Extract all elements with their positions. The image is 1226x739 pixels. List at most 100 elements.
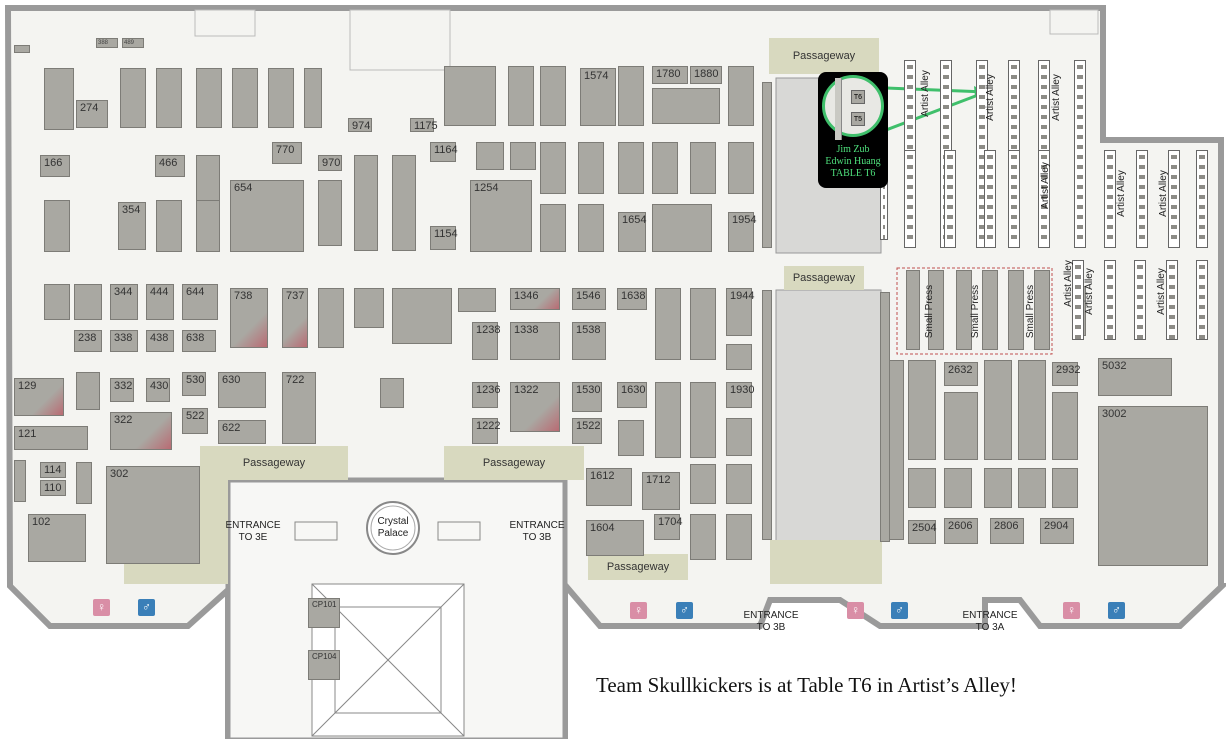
booth-302[interactable]: 302 [106, 466, 200, 564]
booth-1712[interactable]: 1712 [642, 472, 680, 510]
booth-1546[interactable]: 1546 [572, 288, 606, 310]
booth-770[interactable]: 770 [272, 142, 302, 164]
booth-1154[interactable]: 1154 [430, 226, 458, 250]
booth-block [652, 142, 678, 194]
table-callout: T6 T5 Jim Zub Edwin Huang TABLE T6 [818, 72, 888, 188]
booth-block [196, 155, 220, 201]
booth-1238[interactable]: 1238 [472, 322, 500, 360]
booth-354[interactable]: 354 [118, 202, 146, 250]
booth-block [156, 200, 182, 252]
booth-1630[interactable]: 1630 [617, 382, 647, 408]
booth-121[interactable]: 121 [14, 426, 88, 450]
booth-1780[interactable]: 1780 [652, 66, 688, 84]
booth-738[interactable]: 738 [230, 288, 268, 348]
booth-block [726, 514, 752, 560]
booth-2632[interactable]: 2632 [944, 362, 978, 386]
booth-block [380, 378, 404, 408]
booth-110[interactable]: 110 [40, 480, 66, 496]
booth-block [156, 68, 182, 128]
artist-alley-row [1136, 150, 1148, 248]
booth-1522[interactable]: 1522 [572, 418, 602, 444]
booth-430[interactable]: 430 [146, 378, 170, 402]
booth-338[interactable]: 338 [110, 330, 138, 352]
artist-alley-label-8: Artist Alley [1062, 260, 1074, 307]
booth-5032[interactable]: 5032 [1098, 358, 1172, 396]
booth-654[interactable]: 654 [230, 180, 304, 252]
booth-114[interactable]: 114 [40, 462, 66, 478]
booth-102[interactable]: 102 [28, 514, 86, 562]
booth-1254[interactable]: 1254 [470, 180, 532, 252]
booth-129[interactable]: 129 [14, 378, 64, 416]
booth-166[interactable]: 166 [40, 155, 70, 177]
booth-1930[interactable]: 1930 [726, 382, 754, 408]
booth-274[interactable]: 274 [76, 100, 108, 128]
booth-438[interactable]: 438 [146, 330, 174, 352]
booth-2806[interactable]: 2806 [990, 518, 1024, 544]
booth-block [618, 66, 644, 126]
booth-1236[interactable]: 1236 [472, 382, 500, 408]
booth-1654[interactable]: 1654 [618, 212, 646, 252]
booth-970[interactable]: 970 [318, 155, 342, 171]
booth-344[interactable]: 344 [110, 284, 138, 320]
booth-block [652, 88, 720, 124]
entrance-3b-upper-label: ENTRANCE TO 3B [509, 520, 565, 543]
artist-alley-row [904, 150, 916, 248]
booth-622[interactable]: 622 [218, 420, 266, 444]
booth-466[interactable]: 466 [155, 155, 185, 177]
booth-1338[interactable]: 1338 [510, 322, 560, 360]
passageway-top-label: Passageway [792, 50, 856, 62]
booth-1880[interactable]: 1880 [690, 66, 722, 84]
booth-1222[interactable]: 1222 [472, 418, 500, 444]
booth-974[interactable]: 974 [348, 118, 372, 132]
booth-722[interactable]: 722 [282, 372, 316, 444]
booth-block [540, 142, 566, 194]
booth-2904[interactable]: 2904 [1040, 518, 1074, 544]
booth-1538[interactable]: 1538 [572, 322, 606, 360]
booth-block [76, 462, 92, 504]
booth-1704[interactable]: 1704 [654, 514, 682, 540]
callout-zoom-lens: T6 T5 [822, 75, 884, 140]
booth-block [318, 288, 344, 348]
passageway-left-label: Passageway [242, 457, 306, 469]
booth-cp101[interactable]: CP101 [308, 598, 340, 628]
crystal-palace-label: Crystal Palace [377, 516, 409, 539]
booth-block [944, 392, 978, 460]
booth-522[interactable]: 522 [182, 408, 208, 434]
booth-737[interactable]: 737 [282, 288, 308, 348]
booth-block [1052, 468, 1078, 508]
booth-3002[interactable]: 3002 [1098, 406, 1208, 566]
booth-630[interactable]: 630 [218, 372, 266, 408]
booth-1638[interactable]: 1638 [617, 288, 647, 310]
booth-489[interactable]: 489 [122, 38, 144, 48]
mens-restroom-icon: ♂ [891, 602, 908, 619]
booth-1604[interactable]: 1604 [586, 520, 644, 556]
booth-638[interactable]: 638 [182, 330, 216, 352]
passageway-center: Passageway [444, 446, 584, 480]
booth-444[interactable]: 444 [146, 284, 174, 320]
booth-block [618, 420, 644, 456]
artist-alley-row [1008, 150, 1020, 248]
womens-restroom-icon: ♀ [1063, 602, 1080, 619]
booth-2504[interactable]: 2504 [908, 520, 936, 544]
booth-1175[interactable]: 1175 [410, 118, 438, 132]
booth-644[interactable]: 644 [182, 284, 218, 320]
booth-2932[interactable]: 2932 [1052, 362, 1080, 386]
booth-1530[interactable]: 1530 [572, 382, 602, 412]
booth-1612[interactable]: 1612 [586, 468, 632, 506]
booth-2606[interactable]: 2606 [944, 518, 978, 544]
booth-1574[interactable]: 1574 [580, 68, 616, 126]
booth-388[interactable]: 388 [96, 38, 118, 48]
lens-strip [835, 78, 842, 140]
booth-1954[interactable]: 1954 [728, 212, 756, 252]
booth-1346[interactable]: 1346 [510, 288, 560, 310]
booth-block [690, 142, 716, 194]
booth-322[interactable]: 322 [110, 412, 172, 450]
booth-238[interactable]: 238 [74, 330, 102, 352]
booth-332[interactable]: 332 [110, 378, 134, 402]
booth-block [354, 288, 384, 328]
booth-530[interactable]: 530 [182, 372, 206, 396]
booth-1164[interactable]: 1164 [430, 142, 458, 162]
booth-1322[interactable]: 1322 [510, 382, 560, 432]
booth-1944[interactable]: 1944 [726, 288, 754, 336]
booth-cp104[interactable]: CP104 [308, 650, 340, 680]
